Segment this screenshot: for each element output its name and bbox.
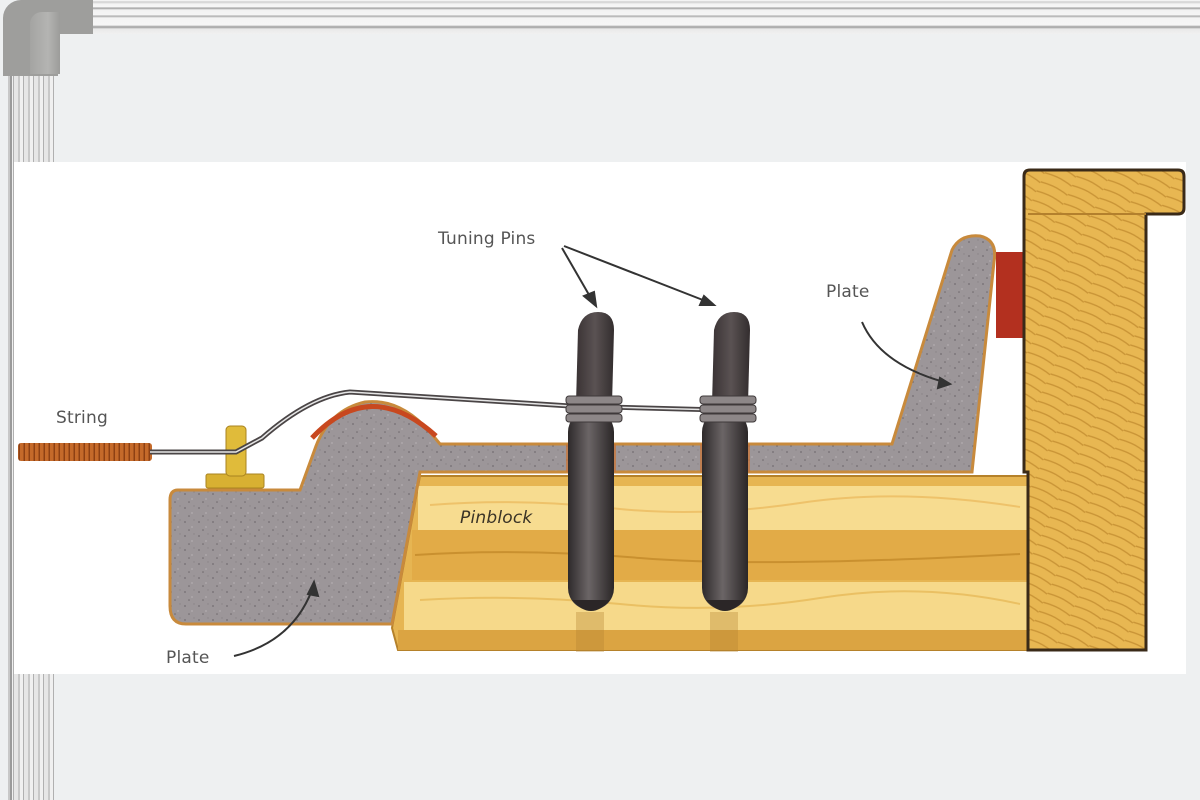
board-frame-corner-shade: [30, 12, 60, 74]
board-frame-top: [90, 0, 1200, 34]
label-plate-top: Plate: [826, 282, 870, 302]
plate-felt-arc: [310, 404, 438, 440]
brass-bearing-pin: [205, 425, 265, 489]
leader-arrows: [233, 245, 953, 657]
label-string: String: [56, 408, 108, 428]
felt-pad: [996, 252, 1026, 338]
label-tuning-pins: Tuning Pins: [438, 229, 536, 249]
board-frame-left-edge: [10, 76, 12, 800]
plate: [168, 234, 997, 626]
label-pinblock: Pinblock: [460, 508, 533, 528]
tuning-pin-1: [565, 312, 623, 652]
tuning-pin-2: [699, 312, 757, 652]
label-plate-bottom: Plate: [166, 648, 210, 668]
wood-stretcher: [1022, 168, 1186, 652]
piano-string: [18, 389, 721, 461]
